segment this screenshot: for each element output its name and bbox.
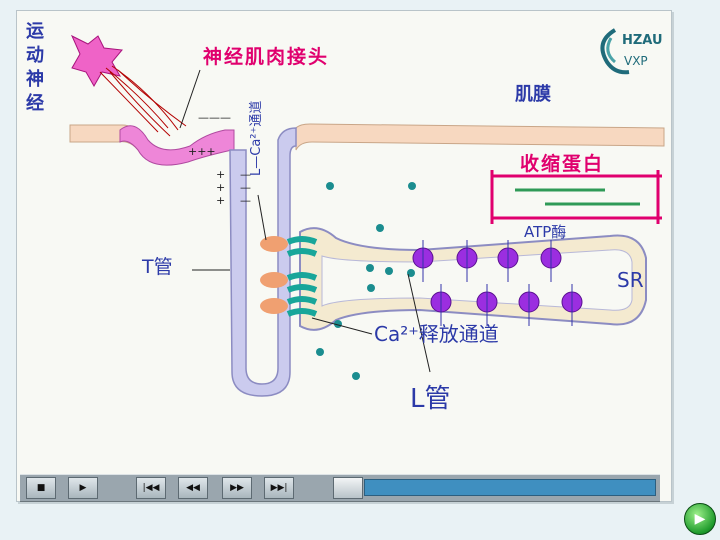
motor-nerve-label: 运 动 神 经 (24, 20, 46, 116)
next-slide-button[interactable]: ▶ (684, 503, 716, 535)
contractile-protein (490, 170, 662, 224)
sarcolemma-right (295, 123, 665, 151)
contractile-protein-label: 收缩蛋白 (520, 153, 605, 175)
t-tubule-label: T管 (142, 256, 173, 278)
motor-nerve-char-4: 经 (26, 93, 44, 114)
sarcolemma-label: 肌膜 (515, 84, 551, 105)
stop-button[interactable]: ■ (26, 477, 56, 499)
motor-endplate (119, 125, 247, 191)
charge-plus-left: + + + (216, 168, 226, 207)
calcium-ions (316, 182, 416, 380)
first-frame-button[interactable]: |◀◀ (136, 477, 166, 499)
motor-neuron-soma (70, 34, 123, 88)
motor-nerve-char-3: 神 (26, 69, 44, 90)
charge-plus-row: +++ (188, 145, 216, 158)
nmj-label: 神经肌肉接头 (203, 46, 330, 68)
sr-label: SR (617, 268, 644, 292)
ca-pumps (412, 247, 583, 313)
t-tubule (229, 127, 297, 397)
leader-lines (179, 69, 431, 373)
fast-forward-button[interactable]: ▶▶ (222, 477, 252, 499)
charge-minus-top: ——— (198, 111, 231, 124)
logo-text-vxp: VXP (624, 54, 648, 68)
playback-toolbar: ■ ▶ |◀◀ ◀◀ ▶▶ ▶▶| (20, 474, 660, 502)
atpase-label: ATP酶 (524, 223, 567, 241)
l-tubule-label: L管 (410, 384, 451, 414)
last-frame-button[interactable]: ▶▶| (264, 477, 294, 499)
motor-nerve-char-2: 动 (26, 45, 44, 66)
pump-arrows (422, 240, 573, 326)
logo-text-hzau: HZAU (622, 33, 663, 48)
ca-release-channel-label: Ca²⁺释放通道 (374, 322, 499, 346)
progress-track[interactable] (364, 479, 656, 496)
rewind-button[interactable]: ◀◀ (178, 477, 208, 499)
logo-mark (600, 28, 630, 75)
play-button[interactable]: ▶ (68, 477, 98, 499)
charge-minus-right: — — — (240, 168, 251, 207)
axon-branches (99, 65, 187, 137)
progress-slider-handle[interactable] (333, 477, 363, 499)
motor-nerve-char-1: 运 (26, 21, 44, 42)
l-type-receptors (260, 236, 318, 317)
l-ca-channel-label: L—Ca²⁺通道 (249, 100, 264, 176)
